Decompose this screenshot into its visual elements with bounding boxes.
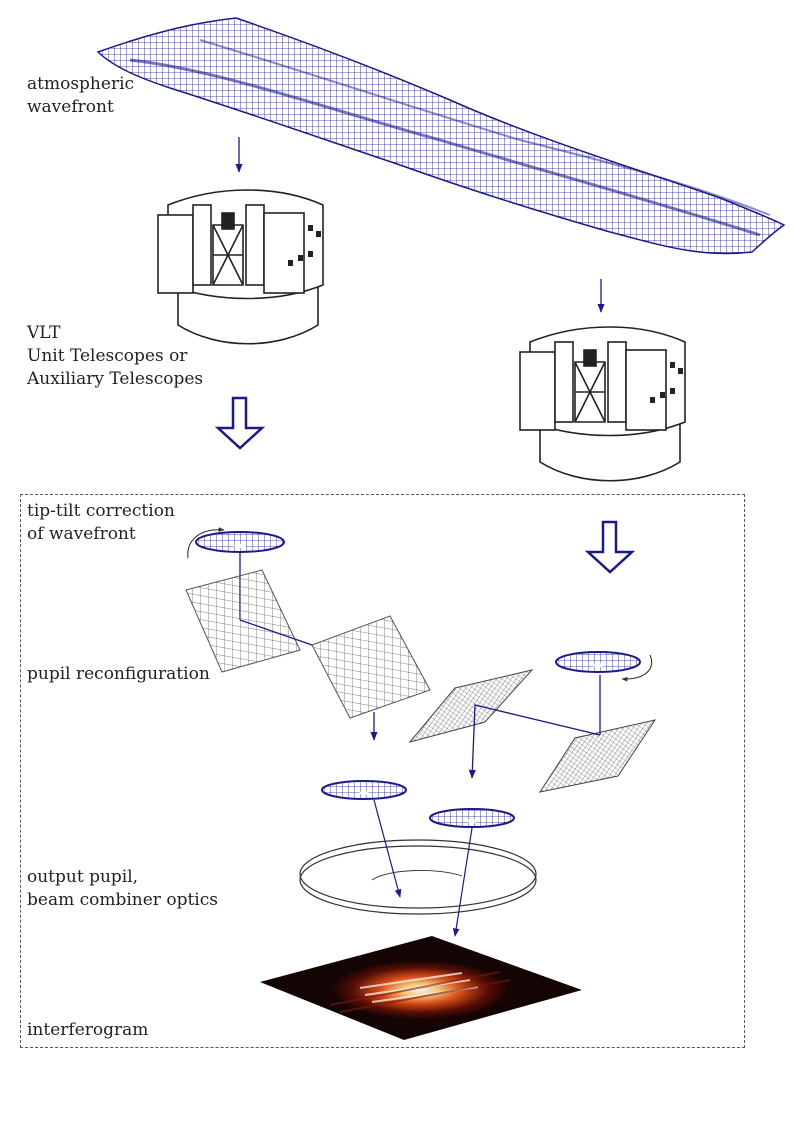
pupil-reconfiguration-label: pupil reconfiguration [27, 664, 210, 684]
beam-combiner-lens [299, 839, 537, 915]
beam-combiner-dashed-box [20, 494, 745, 1048]
mirror-grid-2 [311, 615, 431, 719]
mirror-fine-2 [538, 719, 657, 793]
hollow-down-arrow-2 [584, 520, 636, 574]
output-pupil-label: output pupil,beam combiner optics [27, 867, 218, 910]
telescope-enclosure-icon [519, 326, 686, 482]
interferogram-label: interferogram [27, 1020, 149, 1040]
atmospheric-wavefront [96, 17, 786, 255]
output-pupil-2 [429, 808, 515, 828]
interferogram-plot [260, 936, 582, 1040]
telescope-enclosure-icon [157, 189, 324, 345]
tiptilt-pupil-left [187, 527, 285, 559]
hollow-down-arrow-1 [214, 396, 266, 450]
output-pupil-1 [321, 780, 407, 800]
mirror-fine-1 [408, 669, 534, 743]
tiptilt-pupil-right [555, 651, 653, 682]
